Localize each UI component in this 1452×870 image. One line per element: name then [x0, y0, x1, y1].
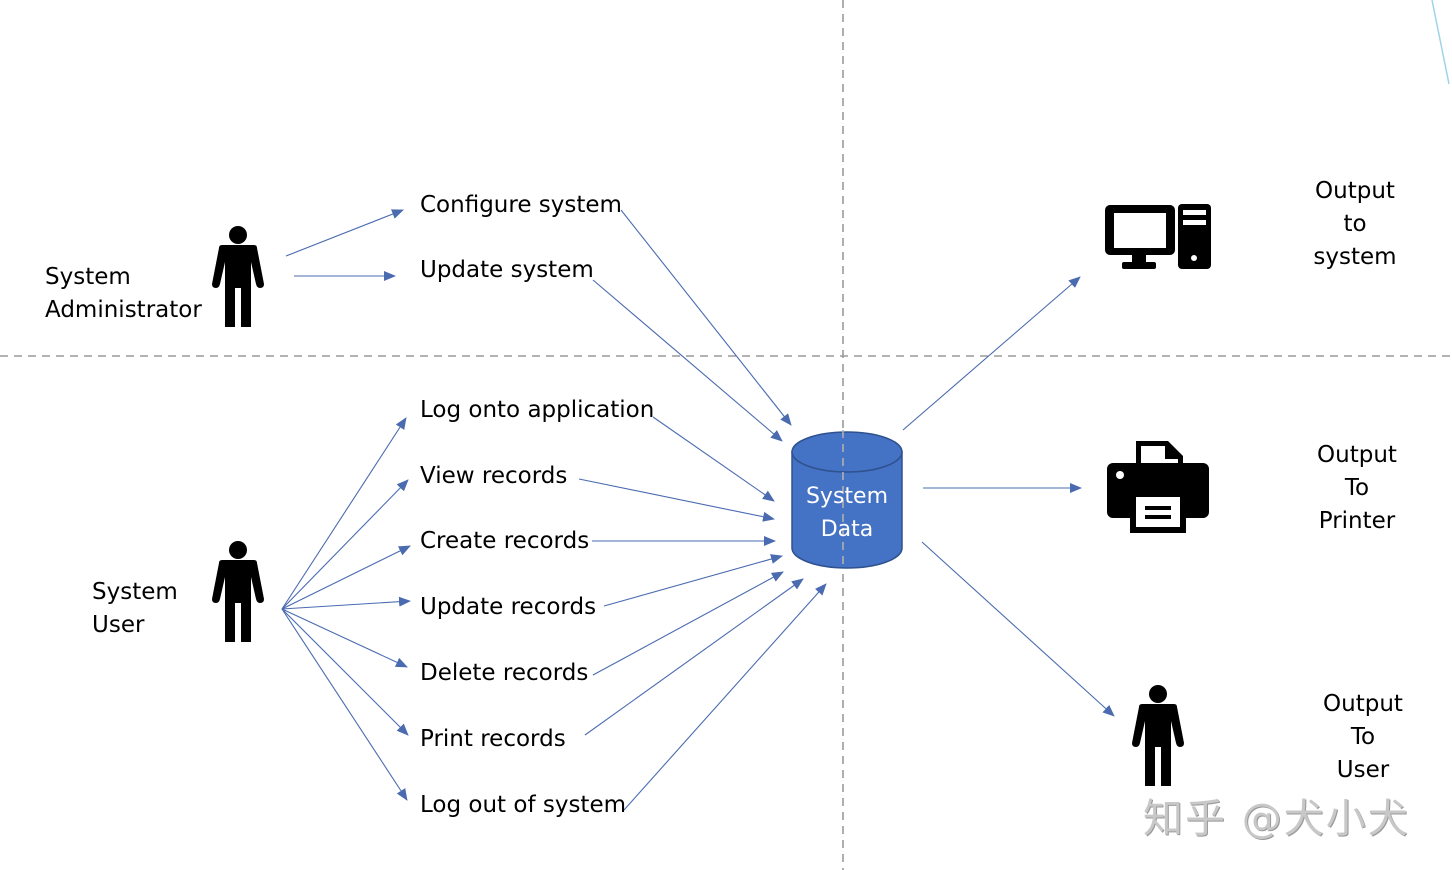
database-label-line: System: [805, 484, 889, 509]
action-configure-system: Configure system: [420, 192, 622, 218]
action-log-onto-application: Log onto application: [420, 397, 655, 423]
admin-label-line: System: [45, 264, 131, 290]
user-label: System User: [92, 576, 178, 642]
printer-icon: [1107, 441, 1209, 533]
arrow-user-to-log-onto: [281, 417, 407, 610]
admin-label-line: Administrator: [45, 297, 202, 323]
arrow-admin-to-configure: [285, 209, 404, 257]
arrow-log-out-to-db: [623, 583, 827, 811]
output-system-label: Output to system: [1300, 175, 1410, 274]
arrow-configure-to-db: [620, 209, 792, 426]
database-cylinder-icon: [791, 431, 903, 569]
arrow-user-to-log-out: [281, 608, 408, 801]
arrow-user-to-view: [281, 479, 409, 610]
output-user-person-icon: [1132, 685, 1184, 786]
output-label-line: Output: [1317, 442, 1397, 468]
user-label-line: System: [92, 579, 178, 605]
output-user-label: Output To User: [1308, 688, 1418, 787]
arrows-group: [281, 209, 1115, 811]
user-person-icon: [212, 541, 264, 642]
output-label-line: To: [1344, 475, 1370, 501]
watermark: 知乎 @犬小犬: [1143, 796, 1410, 842]
output-label-line: Output: [1315, 178, 1395, 204]
arrow-db-to-user: [921, 541, 1115, 717]
admin-person-icon: [212, 226, 264, 327]
action-update-system: Update system: [420, 257, 594, 283]
action-create-records: Create records: [420, 528, 590, 554]
action-view-records: View records: [420, 463, 568, 489]
user-label-line: User: [92, 612, 145, 638]
arrow-user-to-create: [281, 545, 411, 610]
computer-icon: [1105, 204, 1211, 269]
arrow-db-to-computer: [902, 276, 1081, 431]
output-label-line: To: [1350, 724, 1376, 750]
arrow-delete-to-db: [592, 571, 784, 676]
output-label-line: to: [1343, 211, 1367, 237]
arrow-update-system-to-db: [592, 279, 783, 442]
action-delete-records: Delete records: [420, 660, 589, 686]
action-log-out-of-system: Log out of system: [420, 792, 627, 818]
arrow-user-to-update: [281, 596, 411, 610]
arrow-update-records-to-db: [603, 554, 783, 607]
arrow-user-to-delete: [281, 608, 408, 668]
action-update-records: Update records: [420, 594, 597, 620]
database-label: System Data: [792, 480, 902, 546]
database-label-line: Data: [820, 517, 874, 542]
output-label-line: Printer: [1318, 508, 1396, 534]
action-print-records: Print records: [420, 726, 566, 752]
arrow-user-to-print: [281, 608, 409, 736]
output-label-line: system: [1313, 244, 1397, 270]
accent-line: [1431, 0, 1450, 85]
output-printer-label: Output To Printer: [1302, 439, 1412, 538]
output-label-line: Output: [1323, 691, 1403, 717]
arrow-print-to-db: [584, 578, 804, 736]
admin-label: System Administrator: [45, 261, 202, 327]
arrow-view-to-db: [578, 478, 775, 522]
output-label-line: User: [1336, 757, 1390, 783]
arrow-log-onto-to-db: [652, 416, 775, 502]
